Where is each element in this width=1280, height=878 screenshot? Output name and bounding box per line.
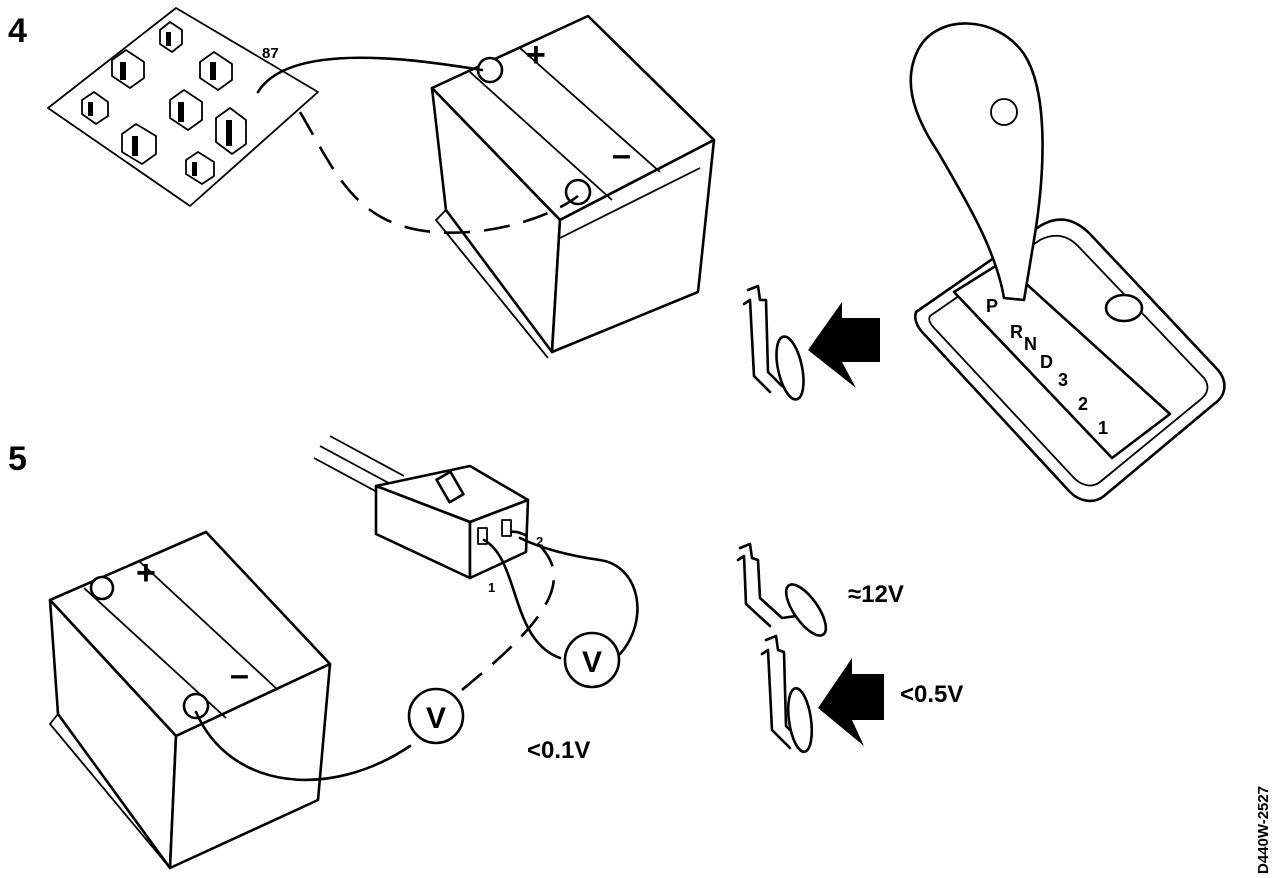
wire-relay-to-negative [298,111,579,235]
wire-pin1-to-meter [482,538,562,660]
voltmeter-a-symbol: V [426,702,446,735]
gear-2: 2 [1078,394,1088,414]
gear-1: 1 [1098,418,1108,438]
voltmeter-b-symbol: V [582,646,602,679]
brake-switch-pressed [760,634,814,754]
battery-step5-negative: – [230,656,249,694]
wire-relay-to-positive [256,56,484,94]
switch-connector: 1 2 [313,435,543,595]
gear-3: 3 [1058,370,1068,390]
gear-r: R [1010,322,1023,342]
gear-n: N [1024,334,1037,354]
step-4-number: 4 [8,12,27,50]
gear-p: P [986,296,998,316]
voltmeter-b: V [563,631,621,689]
connector-pin-2: 2 [536,534,543,549]
step-5-number: 5 [8,440,27,478]
gear-d: D [1040,352,1053,372]
reading-released: ≈12V [848,581,904,608]
voltmeter-a: V [407,687,465,745]
brake-switch-step4 [742,284,805,401]
battery-step4-positive: + [526,36,546,74]
press-arrow-step5 [818,658,884,746]
battery-step5-positive: + [136,554,156,592]
relay-socket-label: 87 [262,45,279,62]
wire-meter-to-pin2-dashed [461,530,556,691]
battery-step5: + – [48,530,332,870]
gear-selector: P R N D 3 2 1 [909,22,1226,503]
battery-step4-negative: – [612,136,631,174]
wire-meter-to-pin2 [518,536,639,656]
press-arrow-step4 [808,302,880,388]
wire-ground-to-meter [194,710,412,782]
battery-step4: + – [430,14,716,359]
relay-panel: 87 [47,7,319,207]
reading-pressed: <0.5V [900,681,963,708]
connector-pin-1: 1 [488,580,495,595]
figure-code: D440W-2527 [1255,786,1272,874]
reading-ground: <0.1V [527,737,590,764]
brake-switch-released [736,542,828,637]
